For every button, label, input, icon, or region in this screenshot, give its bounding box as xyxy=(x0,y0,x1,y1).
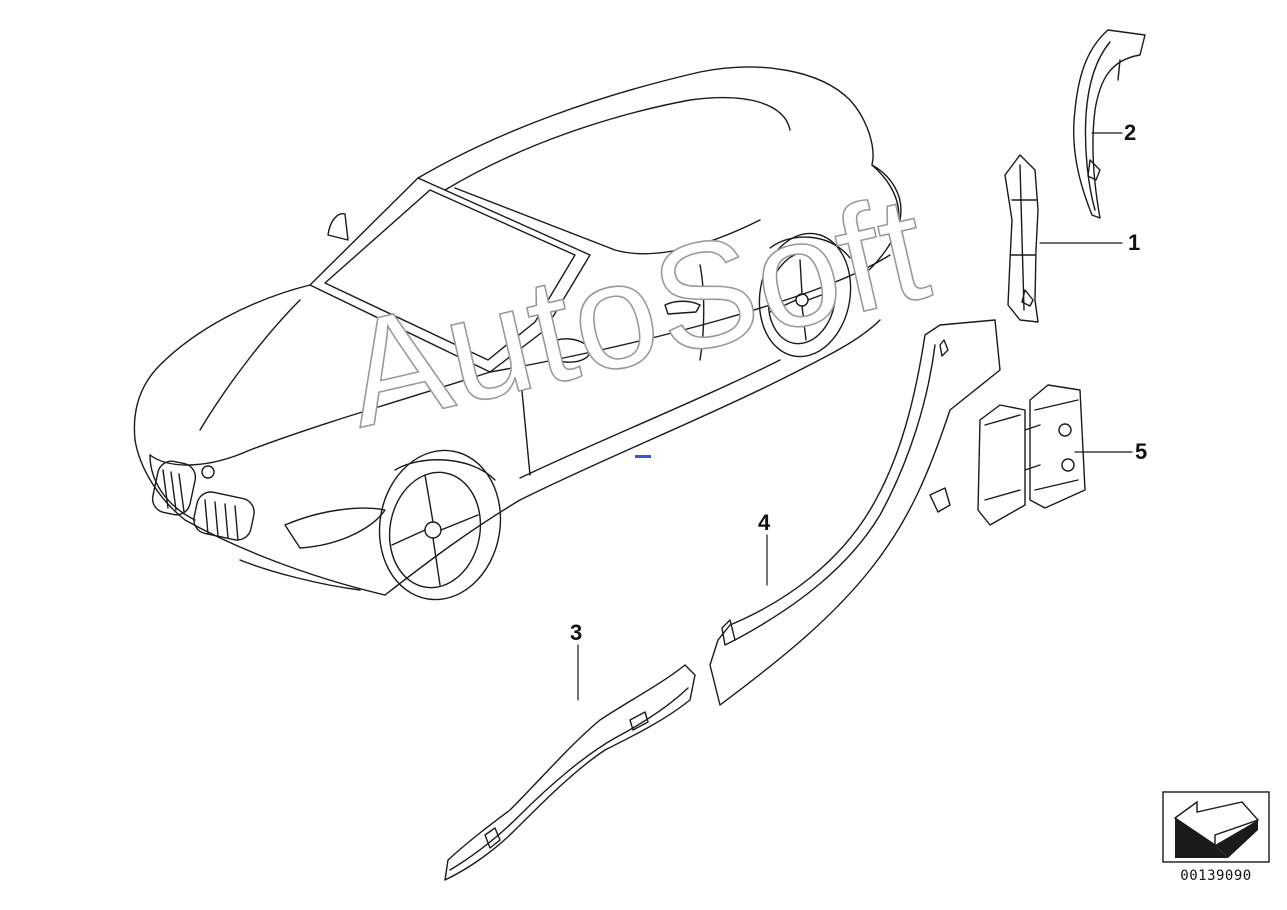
callout-part-3[interactable]: 3 xyxy=(570,620,583,645)
part-5-holder-block xyxy=(977,384,1086,526)
callout-part-4[interactable]: 4 xyxy=(758,510,771,535)
part-4-cable-duct xyxy=(709,319,1001,706)
direction-arrow-icon xyxy=(1162,791,1270,863)
callout-part-5[interactable]: 5 xyxy=(1135,439,1148,464)
callout-part-2[interactable]: 2 xyxy=(1124,120,1137,145)
leader-lines xyxy=(577,132,1133,701)
part-3-cable-duct xyxy=(444,664,696,881)
car-convertible-outline-icon xyxy=(133,66,902,601)
part-2-trim-channel xyxy=(1072,29,1146,219)
part-1-bracket xyxy=(1004,154,1039,323)
marker-dash xyxy=(635,455,651,458)
diagram-code: 00139090 xyxy=(1180,868,1252,884)
callout-part-1[interactable]: 1 xyxy=(1128,230,1141,255)
